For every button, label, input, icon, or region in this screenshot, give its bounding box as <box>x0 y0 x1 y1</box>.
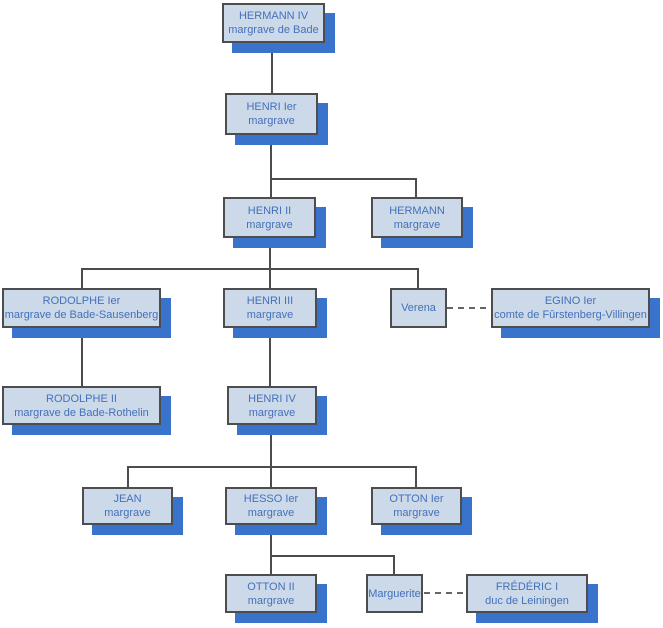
node-name: HERMANN <box>389 204 445 217</box>
connector-henri1-branch <box>270 178 417 180</box>
connector-drop-otton1 <box>415 466 417 487</box>
node-otton-ii[interactable]: OTTON II margrave <box>225 574 317 613</box>
node-name: HESSO Ier <box>243 493 299 505</box>
node-name: OTTON II <box>247 580 295 593</box>
node-name: OTTON Ier <box>389 493 444 505</box>
node-title: margrave de Bade-Rothelin <box>14 406 149 419</box>
connector-henri4-hesso <box>270 425 272 487</box>
node-title: margrave <box>393 218 441 231</box>
connector-drop-verena <box>417 268 419 288</box>
node-rodolphe-ii[interactable]: RODOLPHE II margrave de Bade-Rothelin <box>2 386 161 425</box>
marriage-line-marguerite-frederic <box>424 592 466 594</box>
node-name: RODOLPHE II <box>46 392 117 405</box>
marriage-line-verena-egino <box>447 307 491 309</box>
connector-drop-hermann <box>415 178 417 197</box>
connector-hesso-otton2 <box>270 525 272 574</box>
node-marguerite[interactable]: Marguerite <box>366 574 423 613</box>
node-egino-ier[interactable]: EGINO Ier comte de Fûrstenberg-Villingen <box>491 288 650 328</box>
connector-hermann4-henri1 <box>271 43 273 93</box>
node-title: comte de Fûrstenberg-Villingen <box>494 309 647 321</box>
node-name: HENRI II <box>247 204 292 217</box>
node-name: HENRI IV <box>248 392 296 405</box>
node-title: margrave <box>393 507 440 519</box>
connector-hesso-branch <box>270 555 395 557</box>
node-henri-ii[interactable]: HENRI II margrave <box>223 197 316 238</box>
node-title: margrave <box>246 218 293 231</box>
connector-drop-rodolphe1 <box>81 268 83 288</box>
node-verena[interactable]: Verena <box>390 288 447 328</box>
node-hesso-ier[interactable]: HESSO Ier margrave <box>225 487 317 525</box>
node-title: margrave <box>246 309 294 321</box>
node-name: RODOLPHE Ier <box>42 295 121 307</box>
node-name: Marguerite <box>368 587 421 600</box>
node-name: HENRI III <box>246 295 294 307</box>
node-otton-ier[interactable]: OTTON Ier margrave <box>371 487 462 525</box>
connector-henri2-branch <box>81 268 419 270</box>
node-jean[interactable]: JEAN margrave <box>82 487 173 525</box>
node-rodolphe-ier[interactable]: RODOLPHE Ier margrave de Bade-Sausenberg <box>2 288 161 328</box>
connector-rodolphe1-rodolphe2 <box>81 328 83 386</box>
node-title: margrave <box>248 115 295 127</box>
node-hermann[interactable]: HERMANN margrave <box>371 197 463 238</box>
node-title: margrave <box>247 594 295 607</box>
node-title: margrave de Bade <box>228 24 319 36</box>
node-name: EGINO Ier <box>544 295 597 307</box>
connector-henri3-henri4 <box>269 328 271 386</box>
node-name: HERMANN IV <box>238 10 309 22</box>
node-henri-ier[interactable]: HENRI Ier margrave <box>225 93 318 135</box>
node-title: margrave <box>247 507 295 519</box>
connector-henri1-henri2 <box>270 134 272 197</box>
connector-henri2-henri3 <box>269 238 271 288</box>
node-title: margrave <box>104 507 151 519</box>
node-title: duc de Leiningen <box>485 594 569 607</box>
connector-henri4-branch <box>127 466 417 468</box>
connector-drop-jean <box>127 466 129 487</box>
node-name: Verena <box>401 302 436 314</box>
connector-drop-marguerite <box>393 555 395 574</box>
node-henri-iv[interactable]: HENRI IV margrave <box>227 386 317 425</box>
node-henri-iii[interactable]: HENRI III margrave <box>223 288 317 328</box>
node-title: margrave <box>248 406 296 419</box>
node-name: FRÉDÉRIC I <box>495 580 559 593</box>
node-title: margrave de Bade-Sausenberg <box>4 309 159 321</box>
node-frederic-i[interactable]: FRÉDÉRIC I duc de Leiningen <box>466 574 588 613</box>
node-name: JEAN <box>113 493 142 505</box>
node-name: HENRI Ier <box>246 101 297 113</box>
node-hermann-iv[interactable]: HERMANN IV margrave de Bade <box>222 3 325 43</box>
